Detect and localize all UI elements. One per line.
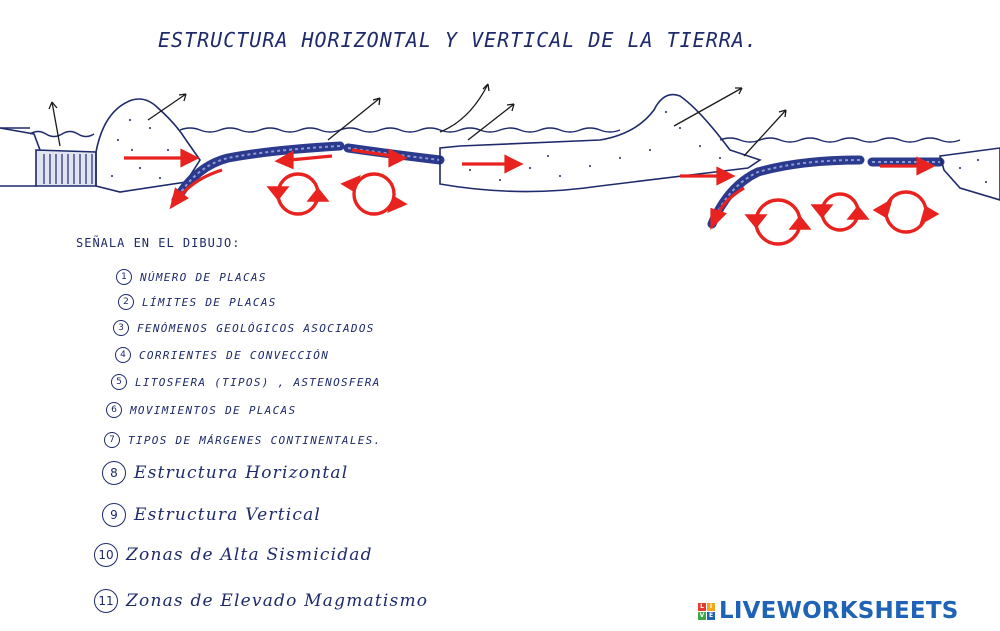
- item-number: 10: [94, 543, 118, 567]
- right-continent: [938, 147, 1000, 201]
- left-mountain: [95, 98, 201, 193]
- instruction-item: 11 Zonas de Elevado Magmatismo: [94, 589, 428, 613]
- instruction-item: 3 FENÓMENOS GEOLÓGICOS ASOCIADOS: [113, 320, 375, 336]
- item-text: Estructura Vertical: [134, 505, 322, 525]
- item-text: Zonas de Alta Sismicidad: [126, 545, 373, 565]
- logo-badge-icon: L I V E: [698, 602, 715, 620]
- instruction-item: 2 LÍMITES DE PLACAS: [118, 294, 277, 310]
- item-text: FENÓMENOS GEOLÓGICOS ASOCIADOS: [137, 321, 375, 335]
- item-number: 5: [111, 374, 127, 390]
- middle-continent: [439, 93, 762, 193]
- item-text: TIPOS DE MÁRGENES CONTINENTALES.: [128, 433, 382, 447]
- plate-motion-arrows: [124, 148, 936, 230]
- badge-letter: I: [707, 602, 715, 611]
- diagram-title: ESTRUCTURA HORIZONTAL Y VERTICAL DE LA T…: [158, 28, 758, 52]
- item-text: MOVIMIENTOS DE PLACAS: [130, 403, 297, 417]
- brand-name: LIVEWORKSHEETS: [719, 598, 959, 624]
- item-number: 11: [94, 589, 118, 613]
- item-number: 8: [102, 461, 126, 485]
- convection-cell: [810, 192, 870, 232]
- item-number: 1: [116, 269, 132, 285]
- instruction-item: 7 TIPOS DE MÁRGENES CONTINENTALES.: [104, 432, 382, 448]
- instruction-item: 6 MOVIMIENTOS DE PLACAS: [106, 402, 296, 418]
- item-number: 7: [104, 432, 120, 448]
- item-number: 6: [106, 402, 122, 418]
- instruction-item: 10 Zonas de Alta Sismicidad: [94, 543, 373, 567]
- badge-letter: V: [698, 611, 706, 620]
- instruction-item: 5 LITOSFERA (TIPOS) , ASTENOSFERA: [111, 374, 381, 390]
- item-number: 3: [113, 320, 129, 336]
- item-text: LÍMITES DE PLACAS: [142, 295, 277, 309]
- item-text: Zonas de Elevado Magmatismo: [126, 591, 429, 611]
- item-text: LITOSFERA (TIPOS) , ASTENOSFERA: [135, 375, 381, 389]
- badge-letter: L: [698, 602, 706, 611]
- left-continental-lithosphere: [35, 149, 97, 187]
- instruction-item: 8 Estructura Horizontal: [102, 461, 348, 485]
- mountain-texture-dots: [111, 119, 169, 179]
- sea-surface-line: [29, 127, 961, 143]
- instructions-heading: SEÑALA EN EL DIBUJO:: [76, 236, 241, 250]
- item-text: CORRIENTES DE CONVECCIÓN: [139, 348, 330, 362]
- item-number: 4: [115, 347, 131, 363]
- left-continent: [0, 127, 41, 187]
- badge-letter: E: [707, 611, 715, 620]
- convection-cell: [872, 190, 940, 234]
- liveworksheets-logo[interactable]: L I V E LIVEWORKSHEETS: [698, 598, 958, 624]
- item-text: NÚMERO DE PLACAS: [140, 270, 267, 284]
- convection-cell: [744, 198, 812, 246]
- item-number: 9: [102, 503, 126, 527]
- instruction-item: 4 CORRIENTES DE CONVECCIÓN: [115, 347, 329, 363]
- convection-cell: [266, 172, 330, 216]
- black-arrows: [48, 83, 787, 157]
- instruction-item: 9 Estructura Vertical: [102, 503, 321, 527]
- convection-currents: [266, 172, 940, 246]
- continent-texture-dots: [469, 111, 721, 181]
- instruction-item: 1 NÚMERO DE PLACAS: [116, 269, 267, 285]
- item-number: 2: [118, 294, 134, 310]
- convection-cell: [340, 172, 408, 216]
- item-text: Estructura Horizontal: [134, 463, 349, 483]
